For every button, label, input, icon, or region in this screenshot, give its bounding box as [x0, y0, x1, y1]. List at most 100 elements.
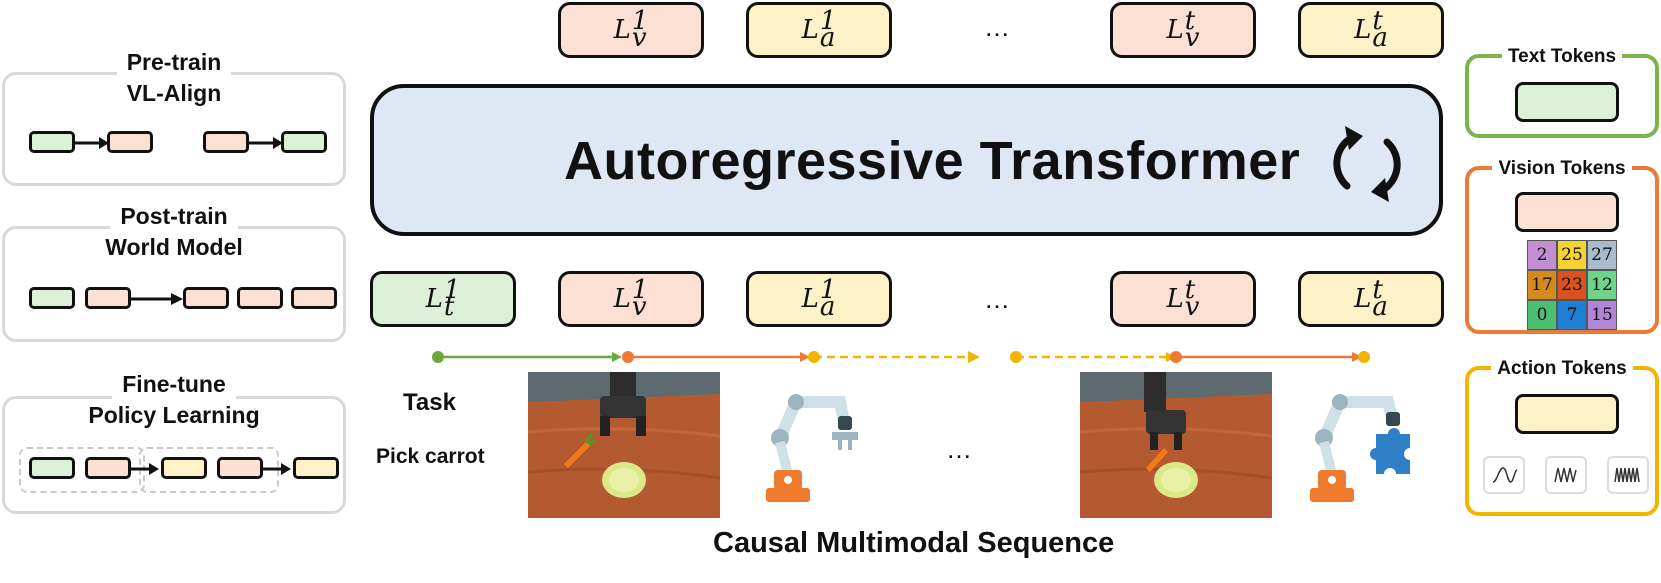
arrow-icon: [249, 137, 283, 149]
stage-pretrain: Pre-train VL-Align: [2, 47, 346, 186]
token-sup: 1: [443, 275, 461, 305]
grid-cell: 17: [1527, 270, 1557, 300]
stage-title-line1: Fine-tune: [112, 369, 236, 400]
vision-token-mini: [85, 287, 131, 309]
waveform-icon: [1483, 456, 1525, 494]
vision-token-grid: 2 25 27 17 23 12 0 7 15: [1527, 240, 1617, 330]
autoregressive-transformer: Autoregressive Transformer: [370, 84, 1443, 236]
token-base: L: [1354, 15, 1372, 45]
grid-cell: 27: [1587, 240, 1617, 270]
text-token-mini: [29, 131, 75, 153]
legend-action-tokens: Action Tokens: [1465, 358, 1659, 516]
arrow-icon: [263, 463, 291, 475]
action-token-swatch: [1515, 394, 1619, 434]
stage-title-line1: Pre-train: [116, 47, 232, 78]
token-sup: 1: [819, 6, 837, 36]
robot-scene-image: [1080, 372, 1272, 518]
transformer-title: Autoregressive Transformer: [564, 131, 1301, 191]
legend-title: Vision Tokens: [1492, 158, 1632, 179]
token-base: L: [613, 15, 631, 45]
grid-cell: 7: [1557, 300, 1587, 330]
vision-token-mini: [107, 131, 153, 153]
arrow-icon: [75, 137, 109, 149]
vision-token-mini: [183, 287, 229, 309]
token-base: L: [1354, 284, 1372, 314]
token-sub: v: [631, 23, 647, 53]
token-sub: a: [1372, 23, 1388, 53]
grid-cell: 25: [1557, 240, 1587, 270]
vision-token-swatch: [1515, 192, 1619, 232]
stage-finetune: Fine-tune Policy Learning: [2, 369, 346, 514]
text-token-mini: [29, 287, 75, 309]
legend-text-tokens: Text Tokens: [1465, 46, 1659, 138]
token-sub: v: [631, 292, 647, 322]
vision-token-mini: [203, 131, 249, 153]
vision-token-mini: [237, 287, 283, 309]
grid-cell: 23: [1557, 270, 1587, 300]
token-base: L: [613, 284, 631, 314]
token-base: L: [801, 284, 819, 314]
token-sub: a: [1372, 292, 1388, 322]
ellipsis: …: [984, 12, 1012, 42]
caption: Causal Multimodal Sequence: [713, 527, 1115, 559]
token-sup: 1: [819, 275, 837, 305]
token-sup: 1: [631, 6, 649, 36]
action-token-mini: [293, 457, 339, 479]
action-token-mini: [161, 457, 207, 479]
stage-title-line1: Post-train: [110, 201, 238, 232]
token-sup: t: [1372, 275, 1383, 305]
legend-vision-tokens: Vision Tokens 2 25 27 17 23 12 0 7 15: [1465, 158, 1659, 334]
legend-title: Action Tokens: [1491, 358, 1633, 379]
ellipsis: …: [984, 284, 1012, 314]
token-base: L: [1166, 284, 1184, 314]
robot-arm-icon: [766, 394, 858, 502]
robot-arm-puzzle-icon: [1310, 394, 1410, 502]
grid-cell: 0: [1527, 300, 1557, 330]
stage-posttrain: Post-train World Model: [2, 201, 346, 342]
grid-cell: 2: [1527, 240, 1557, 270]
token-base: L: [801, 15, 819, 45]
token-sub: v: [1184, 292, 1200, 322]
waveform-icon: [1607, 456, 1649, 494]
token-sub: a: [819, 292, 836, 322]
text-token-mini: [29, 457, 75, 479]
stage-title-line2: VL-Align: [116, 78, 232, 109]
text-token-mini: [281, 131, 327, 153]
vision-token-mini: [85, 457, 131, 479]
grid-cell: 15: [1587, 300, 1617, 330]
task-label: Task: [403, 389, 456, 416]
arrow-icon: [131, 293, 183, 305]
task-text: Pick carrot: [376, 445, 485, 468]
legend-title: Text Tokens: [1501, 46, 1623, 67]
token-sup: 1: [631, 275, 649, 305]
token-sup: t: [1184, 275, 1196, 305]
token-sub: a: [819, 23, 836, 53]
token-base: L: [425, 284, 443, 314]
stage-title-line2: Policy Learning: [78, 400, 270, 431]
arrow-icon: [131, 463, 159, 475]
causal-timeline: [432, 351, 1370, 363]
vision-token-mini: [217, 457, 263, 479]
robot-scene-image: [528, 372, 720, 518]
token-sub: v: [1184, 23, 1200, 53]
token-sub: t: [443, 292, 455, 322]
ellipsis: …: [946, 434, 974, 464]
refresh-icon: [1333, 126, 1401, 202]
waveform-icon: [1545, 456, 1587, 494]
token-sup: t: [1372, 6, 1383, 36]
text-token-swatch: [1515, 82, 1619, 122]
token-base: L: [1166, 15, 1184, 45]
stage-title-line2: World Model: [95, 232, 253, 263]
token-sup: t: [1184, 6, 1196, 36]
vision-token-mini: [291, 287, 337, 309]
grid-cell: 12: [1587, 270, 1617, 300]
